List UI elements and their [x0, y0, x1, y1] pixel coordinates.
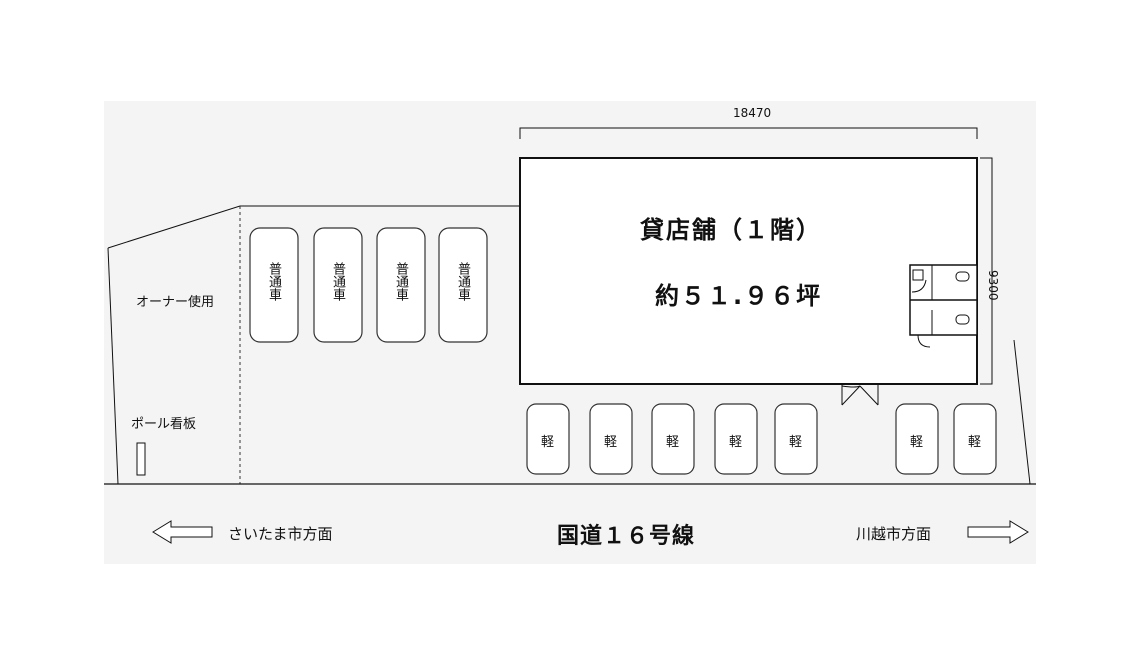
- kei-parking-space: [651, 403, 695, 475]
- toilet-icon: [955, 314, 970, 325]
- pole-sign-icon: [136, 442, 146, 476]
- toilet-icon: [955, 271, 970, 282]
- regular-parking-space: [376, 227, 426, 343]
- door-swing-icon: [911, 279, 927, 293]
- kei-parking-label: 軽: [541, 435, 555, 450]
- kei-parking-label: 軽: [666, 435, 680, 450]
- store-building: [519, 157, 978, 385]
- sink-icon: [912, 269, 924, 281]
- left-arrow-icon: [152, 520, 213, 544]
- kei-parking-space: [526, 403, 570, 475]
- depth-dimension: 9300: [986, 270, 1000, 301]
- right-arrow-icon: [967, 520, 1029, 544]
- regular-parking-space: [249, 227, 299, 343]
- pole-sign-label: ポール看板: [131, 417, 197, 432]
- kei-parking-space: [589, 403, 633, 475]
- kei-parking-space: [714, 403, 758, 475]
- store-area: 約５１.９６坪: [655, 282, 823, 310]
- lot-right-edge: [1013, 339, 1031, 485]
- kei-parking-space: [895, 403, 939, 475]
- owner-use-label: オーナー使用: [136, 295, 215, 310]
- door-swing-icon: [917, 334, 931, 348]
- kei-parking-label: 軽: [789, 435, 803, 450]
- lot-left-edge: [107, 247, 119, 485]
- right-direction-label: 川越市方面: [856, 525, 932, 543]
- regular-parking-label: 普通車: [393, 262, 408, 301]
- kei-parking-label: 軽: [968, 435, 982, 450]
- regular-parking-space: [313, 227, 363, 343]
- left-direction-label: さいたま市方面: [228, 525, 333, 543]
- regular-parking-label: 普通車: [266, 262, 281, 301]
- kei-parking-label: 軽: [729, 435, 743, 450]
- width-dimension-line: [519, 127, 978, 139]
- store-title: 貸店舗（１階）: [640, 216, 822, 244]
- kei-parking-space: [774, 403, 818, 475]
- regular-parking-label: 普通車: [455, 262, 470, 301]
- width-dimension: 18470: [733, 106, 772, 120]
- kei-parking-label: 軽: [910, 435, 924, 450]
- kei-parking-label: 軽: [604, 435, 618, 450]
- entrance-door-icon: [841, 384, 879, 406]
- kei-parking-space: [953, 403, 997, 475]
- regular-parking-space: [438, 227, 488, 343]
- depth-dimension-line: [980, 157, 993, 385]
- road-name: 国道１６号線: [557, 524, 696, 549]
- regular-parking-label: 普通車: [330, 262, 345, 301]
